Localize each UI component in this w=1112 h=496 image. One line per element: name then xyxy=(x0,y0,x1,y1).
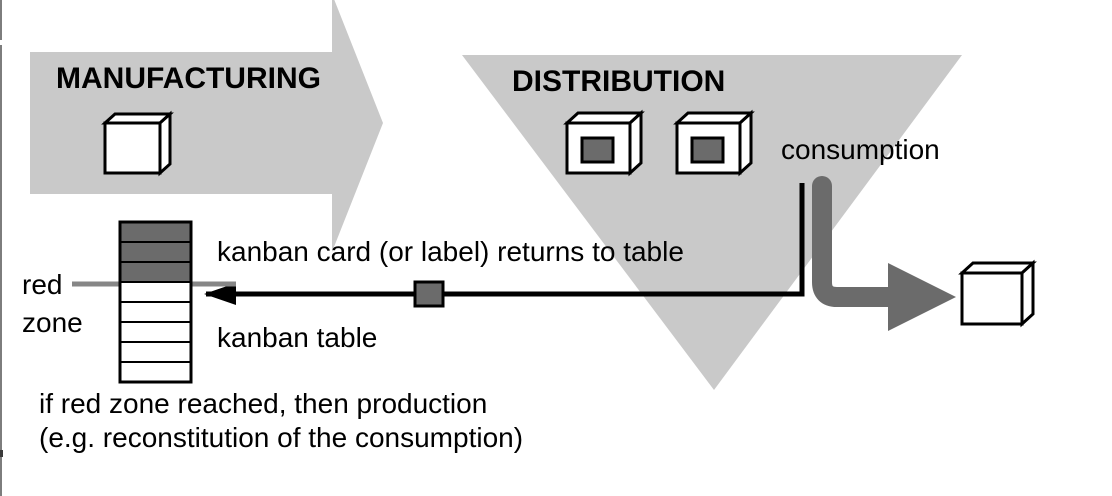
red-zone-label-line2: zone xyxy=(22,307,83,338)
window-edge-tick xyxy=(0,450,3,457)
kanban-table-row xyxy=(119,221,192,243)
window-edge-gap xyxy=(0,40,2,45)
kanban-table-row xyxy=(119,261,192,283)
output-cube-icon xyxy=(958,259,1037,328)
consumption-arrow xyxy=(812,176,956,331)
kanban-return-label: kanban card (or label) returns to table xyxy=(217,236,684,267)
left-arrowhead-icon xyxy=(204,283,236,305)
kanban-table-row xyxy=(119,321,192,343)
kanban-table-row xyxy=(119,341,192,363)
distribution-box-icon xyxy=(565,111,643,175)
kanban-card-icon xyxy=(413,280,445,308)
production-note-line2: (e.g. reconstitution of the consumption) xyxy=(39,422,524,453)
kanban-table-row xyxy=(119,281,192,303)
kanban-table-row xyxy=(119,241,192,263)
consumption-label: consumption xyxy=(781,134,940,165)
manufacturing-cube-icon xyxy=(101,110,174,177)
distribution-label: DISTRIBUTION xyxy=(512,65,726,98)
manufacturing-arrow xyxy=(30,0,383,252)
distribution-box-icon xyxy=(675,111,753,175)
production-note-line1: if red zone reached, then production xyxy=(39,388,488,419)
kanban-table-row xyxy=(119,361,192,383)
distribution-funnel xyxy=(462,55,962,390)
kanban-table-graphic xyxy=(118,220,193,384)
kanban-table-label: kanban table xyxy=(217,322,378,353)
kanban-table-row xyxy=(119,301,192,323)
kanban-return-line xyxy=(204,183,805,305)
red-zone-label-line1: red xyxy=(22,269,63,300)
window-left-edge xyxy=(0,0,2,496)
manufacturing-label: MANUFACTURING xyxy=(56,62,321,95)
